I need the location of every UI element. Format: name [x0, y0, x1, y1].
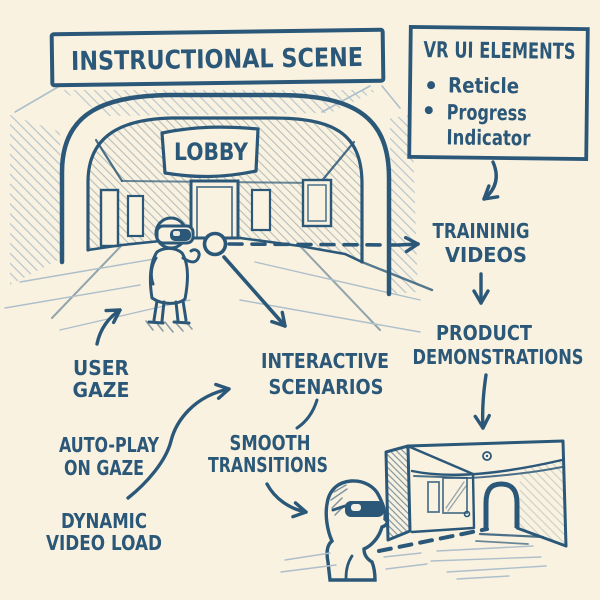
- svg-text:INTERACTIVE: INTERACTIVE: [261, 349, 389, 373]
- svg-text:AUTO-PLAY: AUTO-PLAY: [59, 433, 159, 457]
- demo-room-sketch: [383, 439, 568, 580]
- node-training-videos: TRAININIG VIDEOS: [433, 219, 530, 267]
- svg-text:VIDEOS: VIDEOS: [445, 243, 527, 267]
- svg-text:GAZE: GAZE: [73, 378, 130, 402]
- lobby-sign: [160, 125, 260, 179]
- arrow-reticle-to-scenarios: [222, 255, 287, 328]
- label-dynamic-video-load: DYNAMIC VIDEO LOAD: [46, 509, 162, 555]
- instructional-scene-title: INSTRUCTIONAL SCENE: [71, 43, 363, 77]
- vr-user-figure: [145, 216, 201, 333]
- svg-text:PRODUCT: PRODUCT: [436, 321, 532, 345]
- svg-text:USER: USER: [73, 356, 129, 380]
- label-smooth-transitions: SMOOTH TRANSITIONS: [208, 431, 328, 477]
- bullet-icon: [427, 81, 436, 90]
- lobby-sign-label: LOBBY: [174, 138, 249, 166]
- arrow-dynamic-to-scenarios: [126, 382, 231, 500]
- vr-ui-elements-box: VR UI ELEMENTS Reticle Progress Indicato…: [407, 25, 590, 162]
- svg-text:SMOOTH: SMOOTH: [230, 431, 311, 455]
- svg-text:VIDEO LOAD: VIDEO LOAD: [46, 531, 162, 555]
- arrow-product-to-room: [473, 373, 491, 430]
- bullet-reticle: Reticle: [448, 73, 519, 98]
- node-interactive-scenarios: INTERACTIVE SCENARIOS: [261, 349, 389, 399]
- bullet-progress-line1: Progress: [447, 100, 527, 125]
- bullet-icon: [424, 106, 433, 115]
- arrow-box-to-training: [482, 160, 500, 201]
- vr-ui-elements-title: VR UI ELEMENTS: [423, 38, 575, 65]
- vr-viewer-figure: [280, 479, 389, 582]
- bullet-progress-line2: Indicator: [446, 125, 531, 150]
- label-user-gaze: USER GAZE: [73, 356, 130, 402]
- curve-scenarios-to-smooth: [295, 398, 319, 430]
- vr-headset-icon: [155, 224, 195, 245]
- svg-text:SCENARIOS: SCENARIOS: [269, 375, 384, 399]
- arrow-smooth-to-viewer: [265, 482, 308, 519]
- label-auto-play-on-gaze: AUTO-PLAY ON GAZE: [59, 433, 159, 480]
- svg-text:TRAININIG: TRAININIG: [433, 219, 530, 243]
- reticle-icon: [202, 231, 228, 257]
- svg-text:ON GAZE: ON GAZE: [64, 456, 144, 480]
- svg-text:TRANSITIONS: TRANSITIONS: [208, 453, 328, 477]
- node-product-demonstrations: PRODUCT DEMONSTRATIONS: [413, 321, 584, 369]
- svg-text:DEMONSTRATIONS: DEMONSTRATIONS: [413, 345, 584, 369]
- instructional-scene-box: INSTRUCTIONAL SCENE: [49, 27, 386, 88]
- svg-text:DYNAMIC: DYNAMIC: [61, 509, 147, 533]
- arrow-user-gaze-to-figure: [95, 308, 122, 346]
- viewer-gaze-line: [377, 527, 489, 553]
- gaze-line: [227, 235, 420, 254]
- vr-headset-icon: [331, 501, 384, 517]
